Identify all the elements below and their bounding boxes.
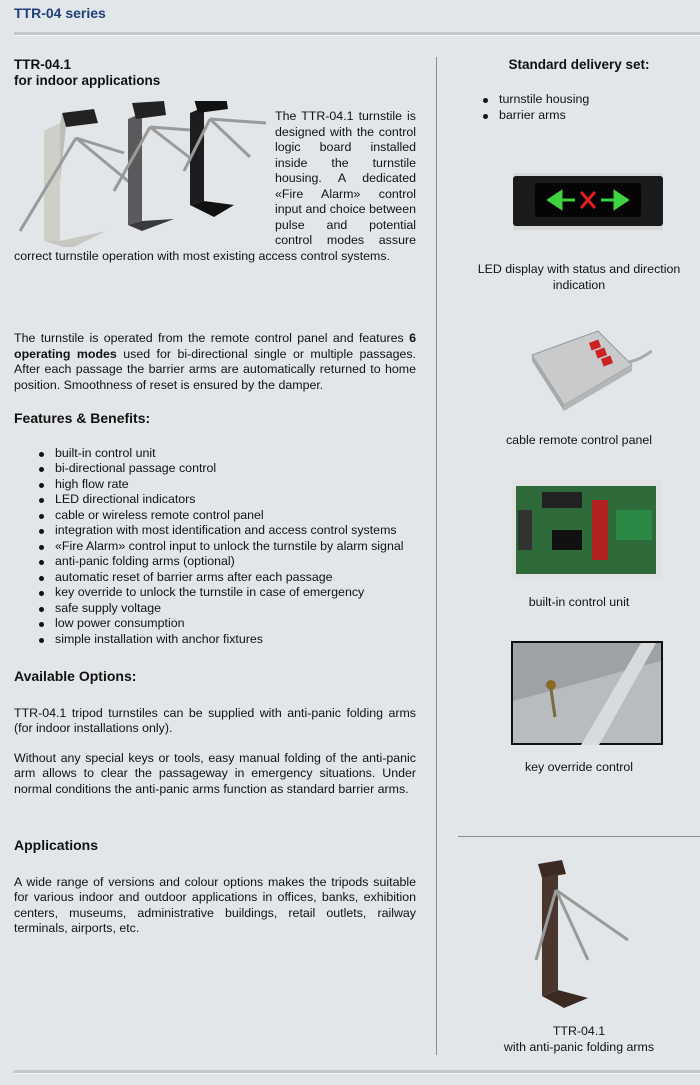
operation-text: The turnstile is operated from the remot… [14,331,410,345]
list-item: cable or wireless remote control panel [14,508,416,524]
delivery-heading-text: Standard delivery set: [508,57,650,72]
list-item: barrier arms [458,108,589,124]
list-item: built-in control unit [14,446,416,462]
list-item: key override to unlock the turnstile in … [14,585,416,601]
antipanic-caption-sub: with anti-panic folding arms [503,1039,655,1054]
features-section: Features & Benefits: built-in control un… [14,410,416,648]
turnstiles-product-image [18,101,267,247]
applications-section: Applications A wide range of versions an… [14,837,416,937]
list-item: «Fire Alarm» control input to unlock the… [14,539,416,555]
delivery-list: turnstile housing barrier arms [458,92,589,123]
operation-section: The turnstile is operated from the remot… [14,331,416,393]
list-item: low power consumption [14,616,416,632]
control-board-image [512,480,662,580]
product-title: TTR-04.1 [14,57,72,72]
list-item: anti-panic folding arms (optional) [14,554,416,570]
list-item: safe supply voltage [14,601,416,617]
product-header: TTR-04.1 for indoor applications [14,57,416,88]
applications-heading: Applications [14,837,99,853]
turnstile-black [182,101,267,217]
options-heading: Available Options: [14,668,137,684]
delivery-heading: Standard delivery set: [458,57,700,73]
led-display-image [513,173,663,230]
list-item: high flow rate [14,477,416,493]
remote-caption: cable remote control panel [505,433,653,447]
led-caption: LED display with status and direction in… [477,262,681,292]
list-item: bi-directional passage control [14,461,416,477]
top-divider [14,32,700,36]
intro-section: The TTR-04.1 turnstile is designed with … [14,101,416,264]
features-list: built-in control unit bi-directional pas… [14,446,416,648]
applications-paragraph: A wide range of versions and colour opti… [14,874,416,936]
antipanic-turnstile-image [534,860,629,1008]
list-item: turnstile housing [458,92,589,108]
list-item: LED directional indicators [14,492,416,508]
turnstile-grey [112,101,205,231]
page-title: TTR-04 series [14,5,106,21]
list-item: integration with most identification and… [14,523,416,539]
operating-modes-highlight: 6 operating modes [14,331,416,361]
key-caption: key override control [524,760,634,774]
bottom-divider [14,1070,700,1074]
turnstile-light [18,109,135,247]
intro-paragraph: The TTR-04.1 turnstile is designed with … [14,109,416,263]
operation-text: used for bi-directional single or multip… [14,346,417,392]
sidebar-divider [458,836,700,837]
options-section: Available Options: TTR-04.1 tripod turns… [14,668,416,797]
features-heading: Features & Benefits: [14,410,151,426]
list-item: simple installation with anchor fixtures [14,632,416,648]
options-paragraph: TTR-04.1 tripod turnstiles can be suppli… [14,705,416,736]
antipanic-caption: TTR-04.1 with anti-panic folding arms [458,1024,700,1055]
list-item: automatic reset of barrier arms after ea… [14,570,416,586]
antipanic-caption-title: TTR-04.1 [552,1024,606,1038]
board-caption: built-in control unit [528,595,630,609]
operation-paragraph: The turnstile is operated from the remot… [14,331,416,393]
column-divider [436,57,437,1055]
key-override-image [511,641,663,745]
product-subtitle: for indoor applications [14,72,161,88]
options-paragraph: Without any special keys or tools, easy … [14,750,416,796]
remote-control-panel-image [531,330,652,411]
